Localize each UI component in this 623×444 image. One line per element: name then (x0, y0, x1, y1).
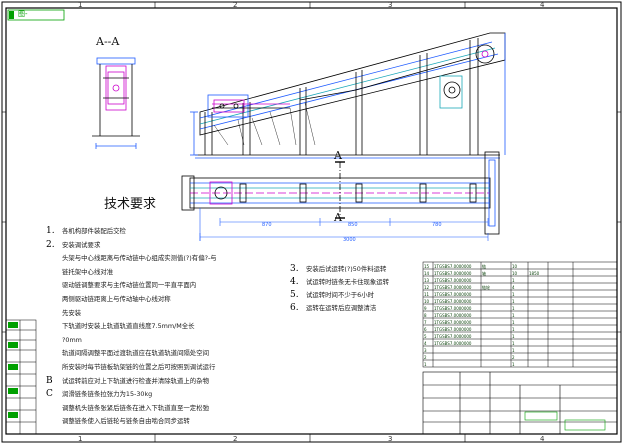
grid-col-3: 3 (388, 1, 393, 9)
dim-seg1: 870 (262, 222, 272, 228)
corner-label-box (7, 9, 65, 21)
tech-requirement-text: 所安装时每节链板轨架链的位置之后可按照到调试运行 (62, 363, 216, 371)
parts-table-border (422, 261, 618, 368)
tech-requirement-text: 驱动链调整要求与主传动链位置同一平直平面内 (62, 281, 197, 290)
corner-title-text: 图- (18, 10, 28, 18)
section-label: A--A (96, 35, 120, 48)
view-mark-top: A (334, 149, 342, 162)
tech-requirement-text: 安装调试要求 (62, 240, 101, 249)
tech-requirement-text: 调整链条使入后链轮与链条自由啮合同步运转 (62, 417, 190, 426)
tech-requirement-item: 链托架中心线对准 (46, 259, 113, 276)
plan-view (181, 151, 500, 235)
grid-col-2-bottom: 2 (233, 435, 238, 443)
grid-col-1: 1 (78, 1, 83, 9)
tech-requirement-item-right: 3. 安装后试运转(?)50件料运转 (290, 256, 386, 275)
tech-requirement-text: 运转在运转后应调整清洁 (306, 304, 377, 312)
tech-requirement-number: 1. (46, 226, 55, 236)
tech-requirement-item-right: 5. 试运转时间不少于6小时 (290, 282, 374, 301)
tech-requirement-text: ?0mm (62, 335, 82, 344)
dim-total-length: 3000 (343, 237, 356, 243)
tech-requirement-text: 链托架中心线对准 (62, 267, 114, 276)
tech-requirement-item: 头架与中心线距离与传动链中心组成实测值(?)有偏?-与 (46, 245, 217, 262)
grid-col-3-bottom: 3 (388, 435, 393, 443)
tech-requirement-text: 试运转前应对上下轨道进行检查并清除轨道上的杂物 (62, 376, 209, 385)
tech-requirement-text: 试运转时间不少于6小时 (306, 291, 374, 299)
tech-requirement-text: 两侧驱动链距离上与传动轴中心线对称 (62, 295, 171, 303)
tech-requirement-item: 下轨道时安装上轨道轨道直线度7.5mm/M全长 (46, 313, 195, 330)
title-block (422, 371, 618, 435)
tech-requirement-item-right: 6. 运转在运转后应调整清洁 (290, 295, 376, 314)
tech-requirement-item: 两侧驱动链距离上与传动轴中心线对称 (46, 286, 171, 303)
tech-requirement-text: 润滑链条链条拉张力为15-30kg (62, 390, 153, 399)
tech-requirement-text: 安装后试运转(?)50件料运转 (306, 265, 387, 273)
dimension-lines (199, 208, 489, 241)
inner-frame (5, 7, 618, 435)
section-view-a-a (92, 57, 140, 149)
leader-lines (213, 102, 316, 146)
tech-requirement-text: 下轨道时安装上轨道轨道直线度7.5mm/M全长 (62, 322, 195, 331)
tech-requirement-text: 调整机头链条张紧后链条在进入下轨道直至一定松弛 (62, 403, 209, 412)
tech-requirement-item: C 润滑链条链条拉张力为15-30kg (46, 381, 152, 399)
tech-requirement-number: 4. (290, 277, 299, 287)
grid-col-2: 2 (233, 1, 238, 9)
elevation-view (190, 32, 506, 159)
view-mark-bottom: A (334, 211, 342, 224)
tech-requirements-list: 1. 各机构部件装配后交检 2. 安装调试要求头架与中心线距离与传动链中心组成实测值(… (46, 218, 286, 428)
tech-requirement-number: B (46, 375, 53, 386)
revision-strip (5, 319, 37, 435)
tech-requirement-text: 头架与中心线距离与传动链中心组成实测值(?)有偏?-与 (62, 254, 217, 263)
grid-col-1-bottom: 1 (78, 435, 83, 443)
dim-seg3: 780 (432, 222, 442, 228)
tech-requirement-text: 先安装 (62, 308, 82, 317)
tech-requirement-text: 轨道间隔调整平面过渡轨道应在轨道轨道间隔处空间 (62, 349, 209, 358)
tech-requirement-item: 驱动链调整要求与主传动链位置同一平直平面内 (46, 272, 196, 289)
tech-requirement-item: 2. 安装调试要求 (46, 232, 100, 250)
tech-requirements-heading: 技术要求 (104, 197, 157, 212)
tech-requirement-item: 1. 各机构部件装配后交检 (46, 218, 126, 236)
tech-requirement-item: 轨道间隔调整平面过渡轨道应在轨道轨道间隔处空间 (46, 340, 209, 357)
tech-requirement-number: C (46, 389, 53, 400)
tech-requirement-item: 调整机头链条张紧后链条在进入下轨道直至一定松弛 (46, 395, 209, 412)
tech-requirement-number: 2. (46, 239, 55, 250)
grid-col-4: 4 (540, 1, 545, 9)
tech-requirement-number: 3. (290, 264, 299, 274)
tech-requirement-item: ?0mm (46, 327, 82, 344)
tech-requirement-number: 6. (290, 303, 299, 313)
tech-requirement-item: 所安装时每节链板轨架链的位置之后可按照到调试运行 (46, 354, 215, 371)
tech-requirement-number: 5. (290, 290, 299, 300)
tech-requirement-item: B 试运转前应对上下轨道进行检查并清除轨道上的杂物 (46, 368, 209, 386)
tech-requirement-item-right: 4. 试运转时链条无卡住现象运转 (290, 269, 389, 288)
parts-table (422, 261, 618, 368)
tech-requirement-item: 调整链条使入后链轮与链条自由啮合同步运转 (46, 408, 190, 425)
tech-requirements-right: 3. 安装后试运转(?)50件料运转 4. 试运转时链条无卡住现象运转 5. 试运转时间不… (290, 256, 430, 336)
tech-requirement-item: 先安装 (46, 300, 81, 317)
grid-col-4-bottom: 4 (540, 435, 545, 443)
tech-requirement-text: 试运转时链条无卡住现象运转 (306, 278, 390, 286)
dim-seg2: 850 (348, 222, 358, 228)
tech-requirement-text: 各机构部件装配后交检 (62, 227, 126, 235)
